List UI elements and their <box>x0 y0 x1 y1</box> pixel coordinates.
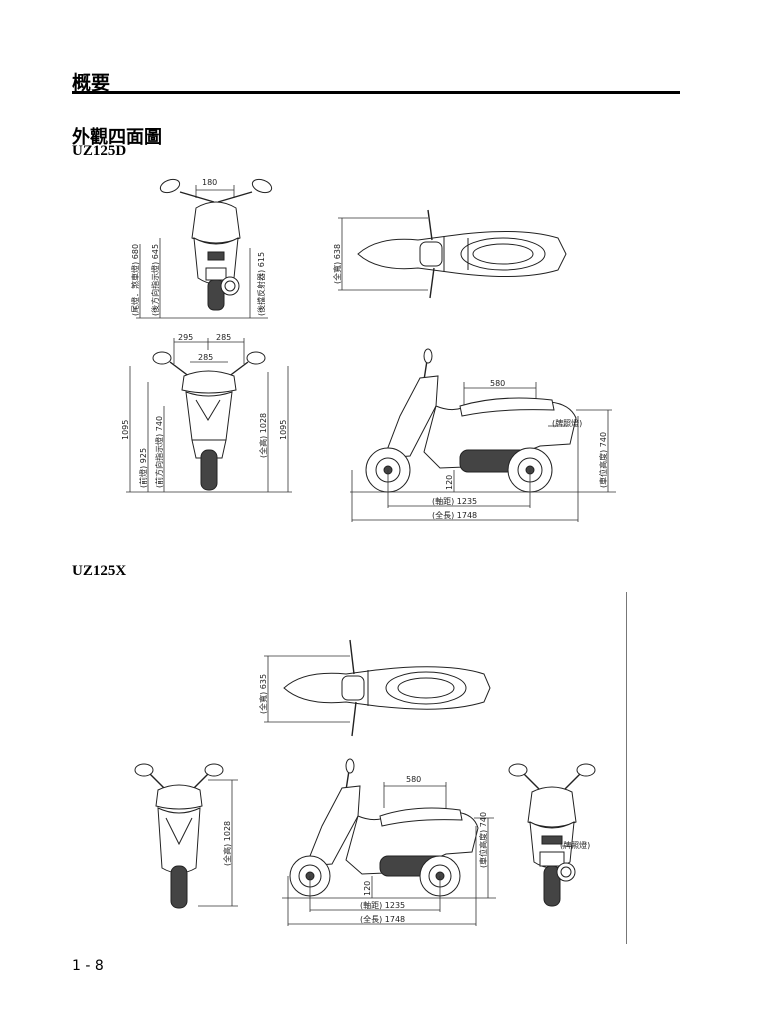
dim-rear-tail-height: (尾燈．煞車燈) 680 <box>130 244 140 316</box>
uz125d-side-view: 580 (牌照燈) (車位高度) 740 120 (軸距) 1235 (全長) … <box>350 348 616 522</box>
uz125x-top-view: (全寬) 635 <box>258 639 491 737</box>
uz125d-top-view: (全寬) 638 <box>332 209 567 299</box>
uz125d-rear-view: 180 (尾燈．煞車燈) 680 (後方向指示燈) 645 (後擋反射器) 61… <box>130 178 273 319</box>
dim-front-mirror-mid: 285 <box>198 353 213 362</box>
model-label-uz125d: UZ125D <box>72 143 127 159</box>
dim-rear-reflector-height: (後擋反射器) 615 <box>256 252 266 316</box>
dim-front-overall-height: (全高) 1028 <box>258 413 268 458</box>
uz125d-front-view: 295 285 285 1095 (前燈) 925 (前方向指示燈) 740 (… <box>121 333 292 493</box>
subheading: 外觀四面圖 <box>72 127 162 148</box>
dim-x-side-plate-height: (車位高度) 740 <box>478 812 488 868</box>
dim-top-width: (全寬) 638 <box>332 244 342 284</box>
dim-side-plate-light: (牌照燈) <box>552 418 582 428</box>
dim-front-total-right: 1095 <box>279 420 288 440</box>
uz125x-side-view: 580 (車位高度) 740 120 (軸距) 1235 (全長) 1748 <box>282 758 496 926</box>
dim-x-top-width: (全寬) 635 <box>258 674 268 714</box>
dim-rear-width: 180 <box>202 178 217 187</box>
dim-x-side-seat-length: 580 <box>406 775 421 784</box>
dim-x-side-ground-clearance: 120 <box>363 881 372 896</box>
dim-side-plate-height: (車位高度) 740 <box>598 432 608 488</box>
figure-border <box>626 592 627 944</box>
dim-front-mirror-right: 285 <box>216 333 231 342</box>
dim-front-signal-height: (前方向指示燈) 740 <box>154 416 164 488</box>
page-number: 1 - 8 <box>72 958 104 974</box>
dim-side-wheelbase: (軸距) 1235 <box>432 496 477 506</box>
section-title: 概要 <box>72 72 111 94</box>
dim-x-side-overall-length: (全長) 1748 <box>360 914 405 924</box>
dim-side-seat-length: 580 <box>490 379 505 388</box>
dim-x-front-overall-height: (全高) 1028 <box>222 821 232 866</box>
dim-front-mirror-left: 295 <box>178 333 193 342</box>
dim-rear-signal-height: (後方向指示燈) 645 <box>150 244 160 316</box>
header-rule <box>72 91 680 94</box>
uz125x-front-view: (全高) 1028 <box>134 763 238 909</box>
dim-x-rear-plate-light: (牌照燈) <box>560 840 590 850</box>
dim-side-overall-length: (全長) 1748 <box>432 510 477 520</box>
dim-front-headlight-height: (前燈) 925 <box>138 448 148 488</box>
dim-x-side-wheelbase: (軸距) 1235 <box>360 900 405 910</box>
model-label-uz125x: UZ125X <box>72 563 127 579</box>
uz125x-rear-view: (牌照燈) <box>508 763 596 907</box>
dim-front-total-left: 1095 <box>121 420 130 440</box>
dim-side-ground-clearance: 120 <box>445 475 454 490</box>
